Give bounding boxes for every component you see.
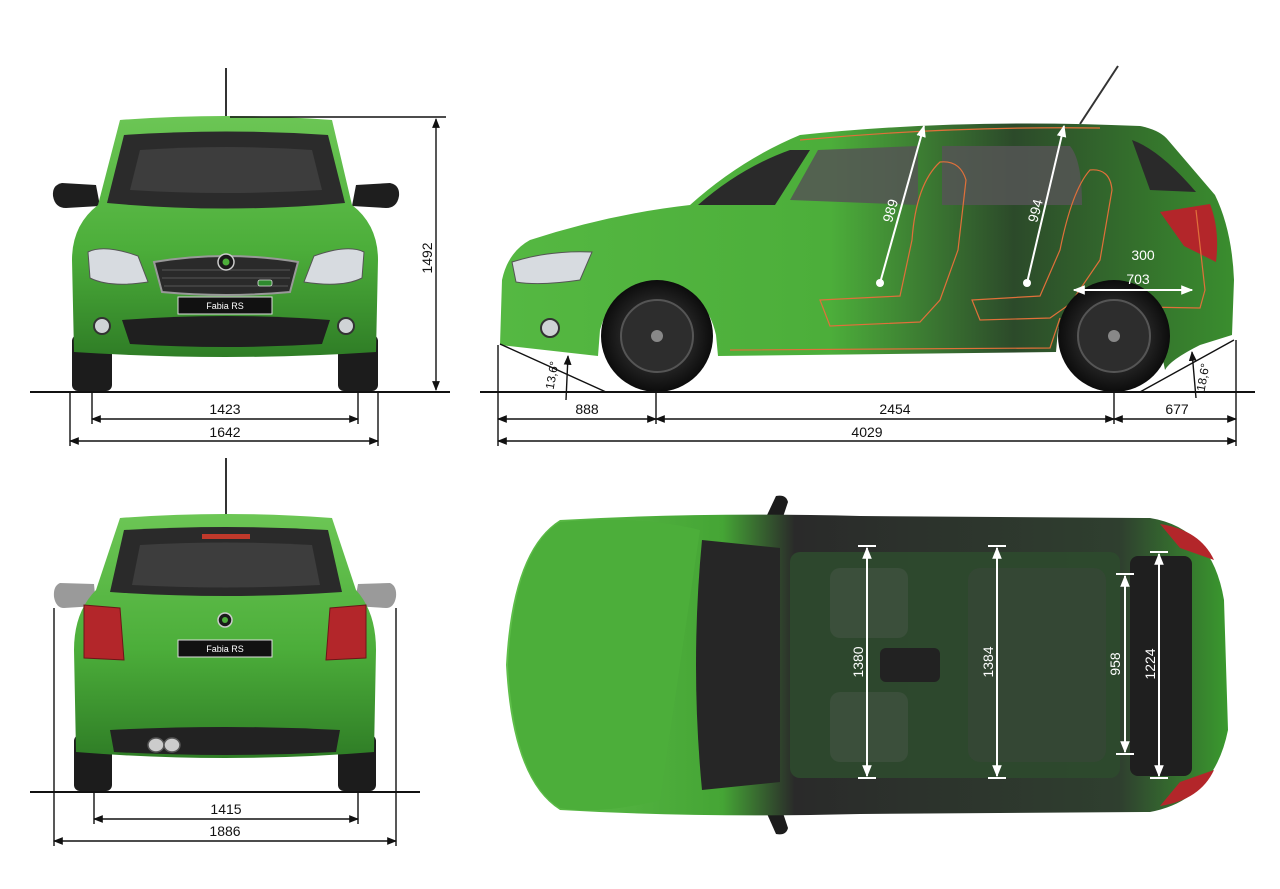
side-windshield [698, 150, 810, 205]
top-boot [1130, 556, 1192, 776]
front-view: Fabia RS 1492 1423 1642 [30, 68, 450, 446]
top-left-taillight [1160, 524, 1214, 560]
rear-plate [177, 639, 273, 658]
front-lower-intake [122, 316, 330, 347]
departure-angle-label: 18,6° [1194, 362, 1213, 392]
front-height-label: 1492 [419, 242, 435, 273]
side-rear-quarter-window [1132, 140, 1196, 192]
side-headlight [511, 251, 593, 285]
rear-diffuser [110, 727, 340, 755]
wheelbase-label: 2454 [879, 401, 910, 417]
rear-seat-outline [971, 169, 1113, 321]
front-left-foglamp [93, 317, 111, 335]
rear-width-label: 1886 [209, 823, 240, 839]
rear-left-taillight [83, 604, 125, 661]
front-headroom-label: 989 [879, 197, 901, 224]
side-antenna-icon [1079, 65, 1119, 125]
rear-plate-text: Fabia RS [206, 644, 244, 654]
front-plate [177, 296, 273, 315]
rear-view: Fabia RS 1415 1886 [30, 458, 420, 846]
top-rear-bench [968, 568, 1106, 762]
front-width-label: 1642 [209, 424, 240, 440]
front-seat-outline [819, 161, 967, 327]
front-interior-width-label: 1380 [850, 646, 866, 677]
rear-track-label: 1415 [210, 801, 241, 817]
front-left-mirror [52, 183, 100, 208]
front-right-foglamp [337, 317, 355, 335]
front-track-label: 1423 [209, 401, 240, 417]
exhaust-icon [147, 737, 181, 753]
rear-headroom-label: 994 [1024, 197, 1046, 224]
front-right-mirror [352, 183, 400, 208]
side-view: 989 994 703 300 13,6° 18,6° 888 2454 677… [480, 65, 1255, 446]
overall-length-label: 4029 [851, 424, 882, 440]
rear-brake-light [202, 534, 250, 539]
boot-width-label: 1224 [1142, 648, 1158, 679]
side-taillight [1160, 204, 1218, 262]
front-right-headlight [303, 248, 365, 285]
rear-left-mirror [53, 583, 96, 608]
boot-height-label: 300 [1131, 247, 1155, 263]
boot-length-label: 703 [1126, 271, 1150, 287]
rs-badge-icon [257, 279, 273, 287]
top-front-left-seat [830, 568, 908, 638]
side-rear-window [942, 146, 1082, 205]
side-front-window [790, 146, 918, 205]
approach-angle-label: 13,6° [543, 360, 562, 390]
rear-right-taillight [325, 604, 367, 661]
boot-width-between-arches-label: 958 [1107, 652, 1123, 676]
top-windshield [696, 540, 780, 790]
top-front-right-seat [830, 692, 908, 762]
front-left-headlight [87, 248, 149, 285]
rear-overhang-label: 677 [1165, 401, 1189, 417]
top-right-taillight [1160, 770, 1214, 806]
rear-interior-width-label: 1384 [980, 646, 996, 677]
top-view: 1380 1384 958 1224 [506, 495, 1228, 835]
side-foglamp [540, 318, 560, 338]
top-center-console [880, 648, 940, 682]
front-plate-text: Fabia RS [206, 301, 244, 311]
front-overhang-label: 888 [575, 401, 599, 417]
top-hood [508, 519, 700, 811]
